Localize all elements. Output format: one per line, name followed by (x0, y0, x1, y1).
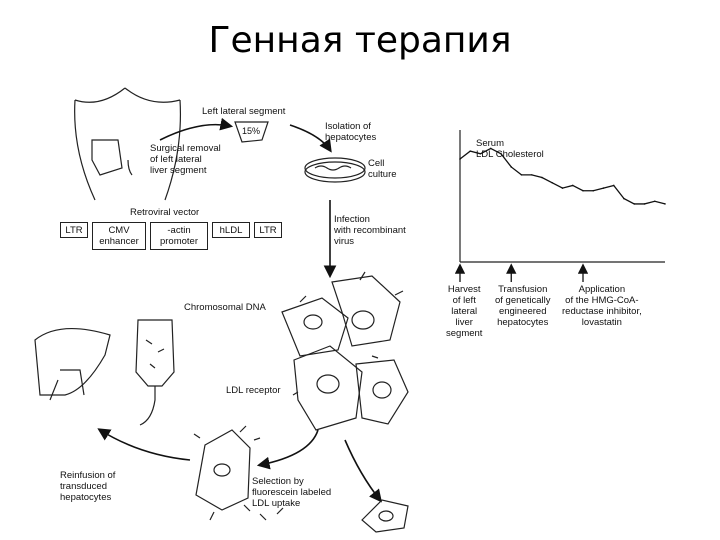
data-point (623, 197, 625, 200)
data-point (541, 176, 543, 179)
data-point (612, 184, 615, 187)
label-ldl-receptor: LDL receptor (226, 385, 281, 396)
flow-arrows (97, 117, 382, 503)
label-surgical-removal: Surgical removal of left lateral liver s… (150, 143, 221, 176)
slide-title: Генная терапия (208, 20, 512, 61)
data-point (459, 158, 461, 160)
data-point (561, 187, 564, 189)
label-percent: 15% (242, 126, 261, 136)
recipient-liver-illustration (34, 328, 111, 401)
data-point (469, 150, 472, 152)
data-point (602, 187, 605, 189)
data-point (500, 152, 502, 155)
data-point (520, 174, 523, 176)
liver-segment-illustration (234, 121, 269, 143)
selected-cell-illustration (193, 425, 284, 521)
label-chromosomal-dna: Chromosomal DNA (184, 302, 266, 313)
data-point (643, 203, 646, 205)
vector-segment-ltr-left: LTR (60, 222, 88, 238)
discarded-cell-illustration (361, 499, 409, 533)
label-selection: Selection by fluorescein labeled LDL upt… (252, 476, 332, 509)
data-point (479, 152, 482, 155)
data-point (592, 189, 595, 192)
data-point (530, 174, 533, 176)
petri-dish-illustration (304, 157, 366, 183)
data-point (664, 203, 666, 205)
data-point (571, 184, 574, 187)
vector-segment-cmv-enhancer: CMV enhancer (92, 222, 146, 250)
data-point (551, 182, 554, 184)
label-reinfusion: Reinfusion of transduced hepatocytes (60, 470, 116, 503)
hepatocyte-cluster-illustration (281, 271, 409, 431)
vector-segment-ltr-right: LTR (254, 222, 282, 238)
data-point (633, 203, 636, 205)
data-point (653, 200, 656, 203)
chart-annotation-transfusion: Transfusion of genetically engineered he… (495, 284, 551, 328)
data-point (489, 147, 492, 150)
vector-segment-hldl: hLDL (212, 222, 250, 238)
data-point (582, 189, 584, 192)
label-infection: Infection with recombinant virus (334, 214, 406, 247)
label-isolation: Isolation of hepatocytes (325, 121, 377, 143)
label-cell-culture: Cell culture (368, 158, 397, 180)
series-line-ldl (459, 147, 666, 205)
chart-annotation-lovastatin: Application of the HMG-CoA- reductase in… (562, 284, 642, 328)
chart-title: Serum LDL Cholesterol (476, 138, 544, 160)
label-retroviral-vector: Retroviral vector (130, 207, 200, 218)
chart-annotation-harvest: Harvest of left lateral liver segment (446, 284, 483, 339)
vector-segment-actin-promoter: -actin promoter (150, 222, 208, 250)
infusion-bag-illustration (135, 319, 175, 426)
data-point (510, 166, 513, 168)
label-left-lateral-segment: Left lateral segment (202, 106, 286, 117)
patient-torso-illustration (74, 87, 181, 201)
